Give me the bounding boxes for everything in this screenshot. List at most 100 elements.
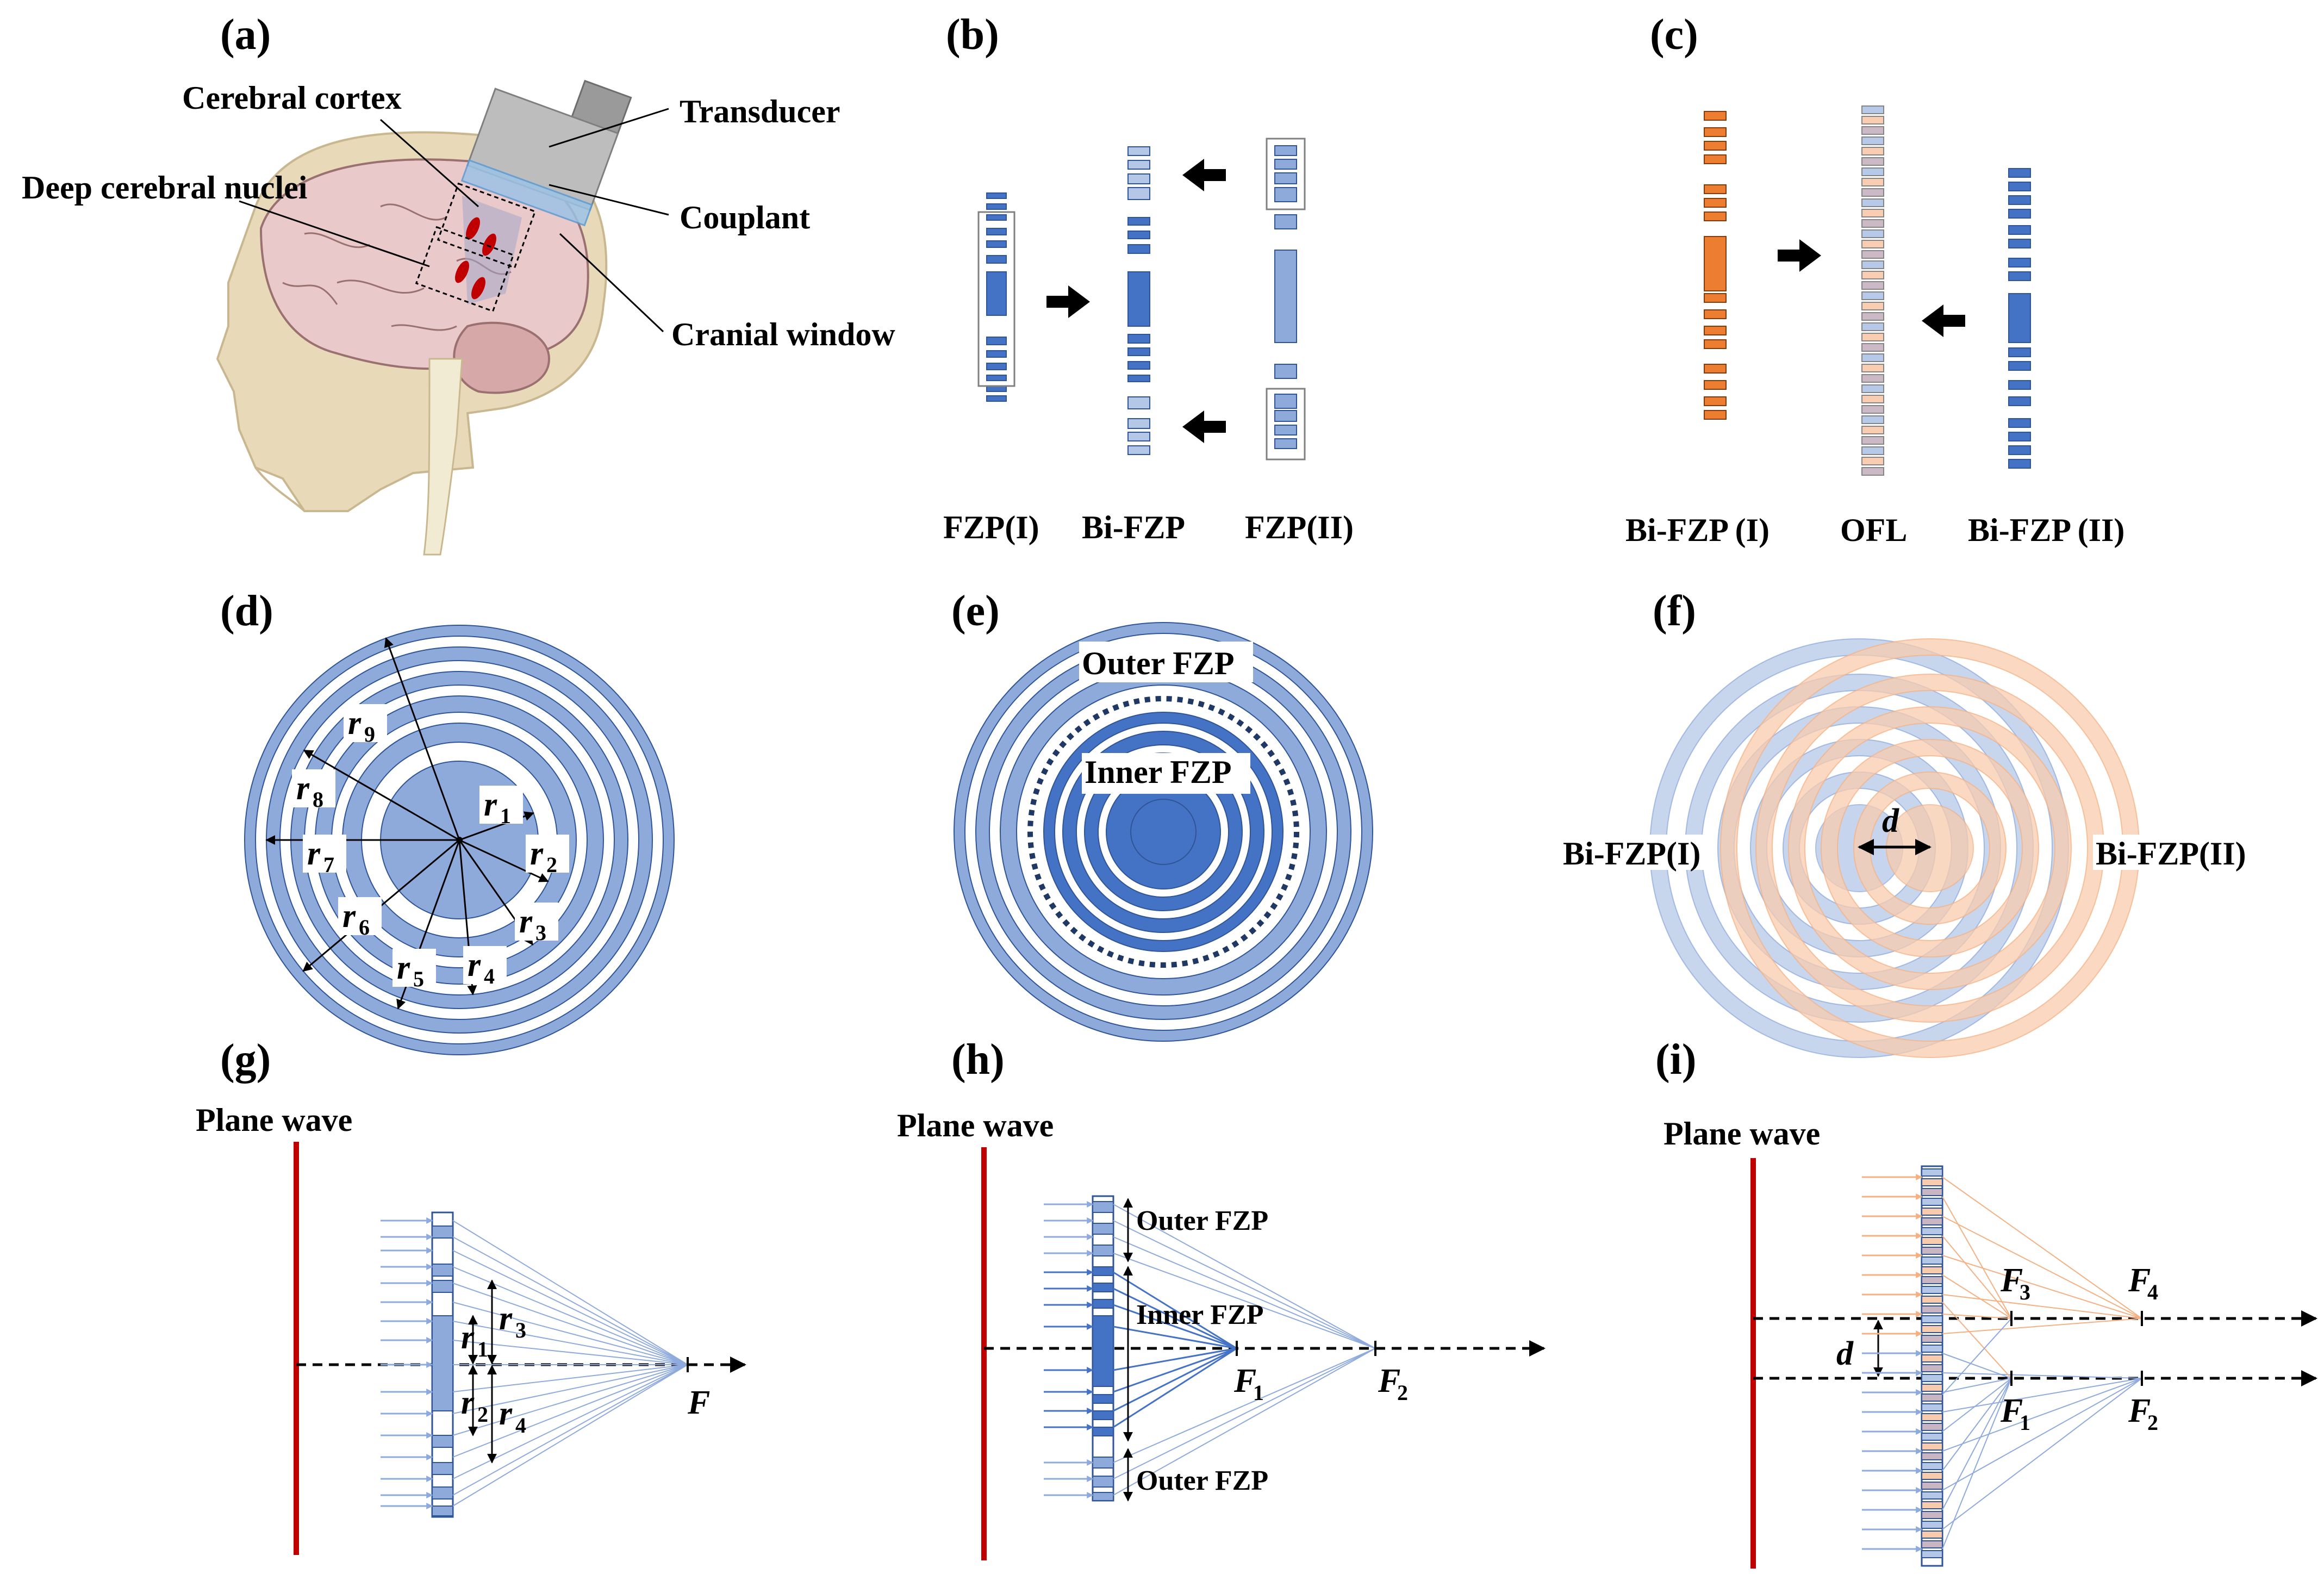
head-illustration <box>216 79 669 556</box>
ofl-lens-zone <box>1921 1540 1943 1548</box>
svg-text:2: 2 <box>1397 1380 1408 1405</box>
fzp2-zone <box>1274 159 1297 170</box>
label-i-f2: F2 <box>2128 1392 2158 1435</box>
bifzp-zone <box>1127 160 1150 170</box>
ofl-lens-zone <box>1921 1374 1943 1382</box>
label-i-plane-wave: Plane wave <box>1663 1116 1820 1152</box>
bifzp2-zone <box>2008 347 2031 357</box>
focused-ray <box>452 1220 688 1365</box>
ofl-zone <box>1861 312 1884 321</box>
bifzp-zone <box>1127 244 1150 254</box>
focus-spot <box>466 217 480 240</box>
bifzp-zone <box>1127 396 1150 409</box>
label-i-f3: F3 <box>2000 1262 2030 1304</box>
ofl-lens-zone <box>1921 1482 1943 1490</box>
focus-spot <box>455 260 469 283</box>
bifzp-zone <box>1127 432 1150 441</box>
label-f-bifzp1: Bi-FZP(I) <box>1563 836 1700 872</box>
leader-line <box>239 200 430 267</box>
focused-ray-orange <box>1942 1318 2142 1334</box>
fzp2-zone <box>1274 438 1297 449</box>
svg-text:4: 4 <box>515 1413 526 1438</box>
outer-fzp-ring-edge <box>964 633 1362 1031</box>
svg-text:3: 3 <box>2020 1280 2030 1304</box>
label-fzp1: FZP(I) <box>943 509 1039 545</box>
ofl-zone <box>1861 333 1884 341</box>
ofl-zone <box>1861 436 1884 445</box>
inner-focused-ray <box>1113 1304 1237 1349</box>
fzp-ring-edge <box>255 636 664 1044</box>
inner-focused-ray <box>1113 1287 1237 1349</box>
ofl-zone <box>1861 198 1884 207</box>
bifzp-zone <box>1127 146 1150 156</box>
radius-label-symbol: r <box>468 947 481 984</box>
panel-label-h: (h) <box>951 1036 1005 1084</box>
focused-ray-orange <box>1942 1294 2142 1319</box>
ofl-zone <box>1861 467 1884 476</box>
bifzp2-ring <box>1821 739 2039 957</box>
ofl-lens-zone <box>1921 1521 1943 1529</box>
lens-h-zone <box>1092 1283 1114 1292</box>
label-inner-fzp: Inner FZP <box>1085 754 1232 790</box>
bifzp2-zone <box>2008 432 2031 441</box>
radius-label-bg <box>392 949 436 987</box>
radius-label-symbol: r <box>519 903 533 940</box>
bifzp1-zone <box>1704 293 1727 303</box>
bifzp2-zone <box>2008 396 2031 406</box>
svg-text:2: 2 <box>2147 1410 2158 1435</box>
ofl-zone <box>1861 240 1884 248</box>
lens-g-zone <box>432 1435 453 1448</box>
inner-fzp-ring <box>1063 731 1264 932</box>
svg-text:1: 1 <box>1253 1380 1264 1405</box>
lens-h-zone <box>1092 1201 1114 1213</box>
fzp2-zone <box>1274 394 1297 409</box>
label-f-bifzp2: Bi-FZP(II) <box>2096 836 2246 872</box>
bifzp2-zone <box>2008 380 2031 390</box>
focused-ray-blue <box>1942 1372 2142 1379</box>
ofl-lens-zone <box>1921 1335 1943 1343</box>
lens-h-zone <box>1092 1427 1114 1436</box>
focused-ray-orange <box>1942 1255 2142 1319</box>
ofl-zone <box>1861 126 1884 135</box>
fzp2-outer-box <box>1266 138 1306 210</box>
fzp2-zone <box>1274 364 1297 379</box>
ofl-zone <box>1861 105 1884 114</box>
focused-ray-orange <box>1942 1274 2012 1319</box>
bifzp2-ring-edge <box>1804 723 2055 974</box>
panel-label-f: (f) <box>1653 587 1696 635</box>
ofl-zone <box>1861 426 1884 434</box>
fzp1-zone <box>986 337 1007 345</box>
label-h-outer-bottom: Outer FZP <box>1136 1465 1268 1496</box>
ofl-lens-zone <box>1921 1433 1943 1441</box>
radius-label-symbol: r <box>342 898 356 935</box>
lens-g-zone <box>432 1462 453 1475</box>
radius-label-bg <box>303 835 346 873</box>
ofl-lens-zone <box>1921 1296 1943 1304</box>
ofl-lens-zone <box>1921 1188 1943 1196</box>
ofl-zone <box>1861 415 1884 424</box>
bifzp-zone <box>1127 271 1150 327</box>
ofl-zone <box>1861 116 1884 125</box>
lens-h-zone <box>1092 1315 1114 1387</box>
ofl-zone <box>1861 322 1884 331</box>
outer-focused-ray <box>1113 1220 1376 1349</box>
svg-text:r: r <box>461 1384 475 1421</box>
panel-h-diagram <box>981 1147 1546 1560</box>
cross-ray <box>1942 1302 2012 1379</box>
radius-label-symbol: r <box>530 835 544 872</box>
bifzp2-label-bg <box>2093 835 2256 870</box>
label-outer-fzp: Outer FZP <box>1082 645 1235 681</box>
bifzp2-zone <box>2008 209 2031 219</box>
bifzp-zone <box>1127 217 1150 226</box>
transfer-arrow <box>1182 159 1226 191</box>
outer-fzp-ring-edge <box>1016 685 1311 979</box>
ofl-lens-zone <box>1921 1237 1943 1245</box>
label-cerebral-cortex: Cerebral cortex <box>182 80 402 116</box>
svg-text:F: F <box>1378 1363 1400 1399</box>
ofl-zone <box>1861 188 1884 197</box>
focused-ray-blue <box>1942 1378 2012 1471</box>
radius-label-subscript: 7 <box>323 853 334 877</box>
svg-text:r: r <box>499 1395 513 1432</box>
radius-label-subscript: 6 <box>359 915 370 940</box>
bifzp1-zone <box>1704 339 1727 349</box>
